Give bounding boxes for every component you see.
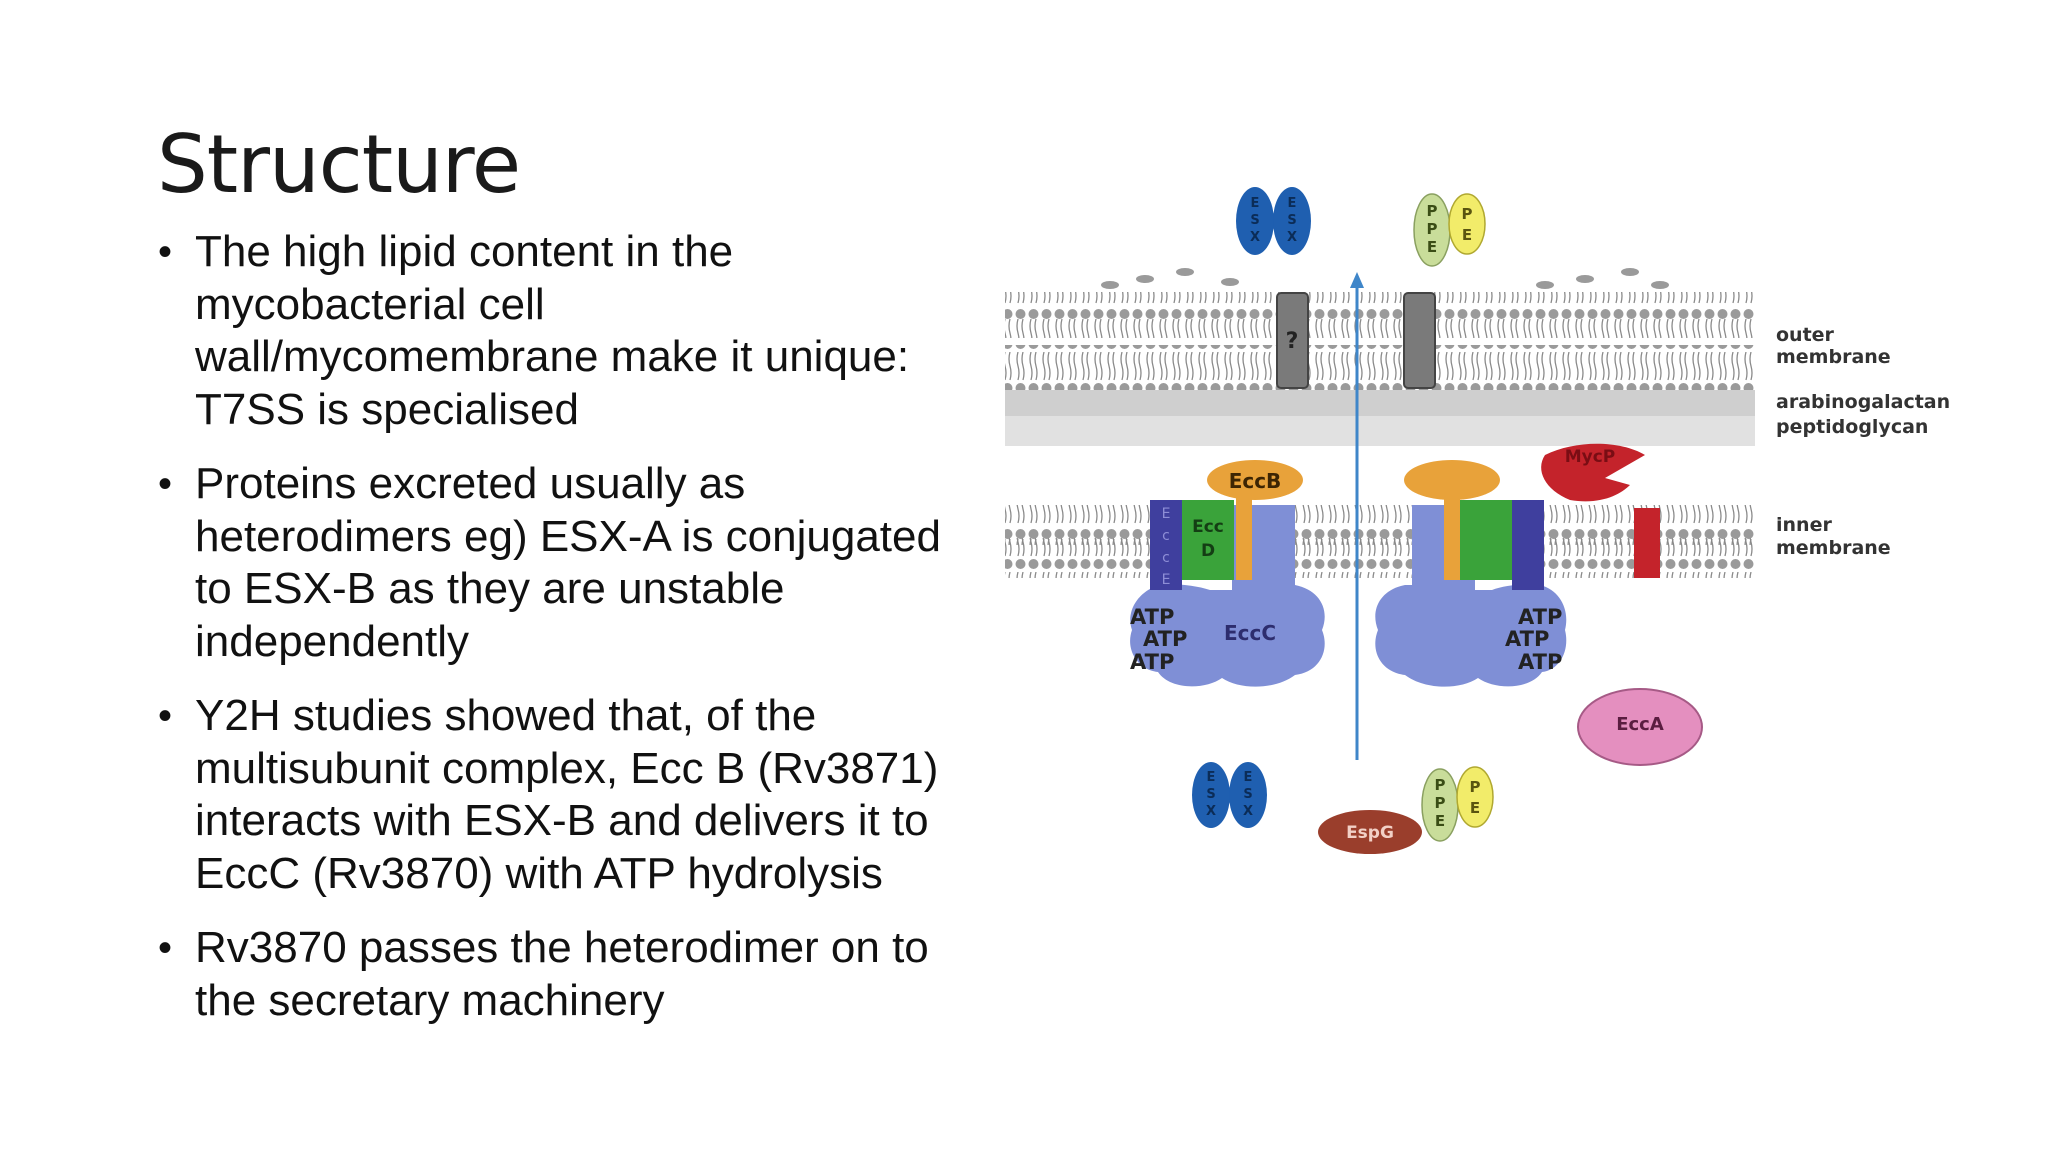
esx-label: S [1243,787,1252,802]
eccc-left [1130,505,1325,687]
atp-label: ATP [1518,650,1562,674]
glycolipid-heads [1101,268,1669,289]
bullet-text: The high lipid content in the mycobacter… [195,227,910,434]
ecce-left [1150,500,1182,590]
esx-label: X [1250,230,1260,245]
bullet-item: • The high lipid content in the mycobacte… [152,226,942,436]
layer-labels: outer membrane arabinogalactan peptidogl… [1776,324,1950,559]
arabinogalactan-label: arabinogalactan [1776,391,1950,413]
ecce-label: c [1162,550,1170,566]
eccd-label: D [1201,541,1215,561]
bullet-dot: • [158,462,173,506]
pe-label: P [1470,778,1481,796]
pe-label: E [1462,226,1472,244]
ppe-label: P [1427,220,1438,238]
esx-label: E [1244,770,1253,785]
bullet-dot: • [158,926,173,970]
espg: EspG [1318,810,1422,854]
espg-label: EspG [1346,823,1394,843]
bullet-dot: • [158,694,173,738]
peptidoglycan-layer [1005,416,1755,446]
ecce-label: c [1162,528,1170,544]
esx-dimer-top: E S X E S X [1236,187,1311,255]
eccb-stalk-right [1444,490,1460,580]
mycp [1541,443,1645,502]
atp-label: ATP [1130,650,1174,674]
eccc-right [1375,505,1567,687]
mycp-label: MycP [1565,447,1616,467]
outer-pore [1403,292,1436,389]
eccc-label: EccC [1224,621,1276,645]
left-secretion-complex: EccC E c c E Ecc D EccB ATP ATP ATP [1130,460,1325,687]
eccb-head-left [1207,460,1303,500]
secretion-arrow-head [1350,272,1364,288]
ppe-label: P [1427,202,1438,220]
outer-membrane-label: outer [1776,324,1835,346]
ecce-label: E [1162,572,1171,588]
bullet-item: • Y2H studies showed that, of the multisu… [152,690,942,900]
esx-label: S [1206,787,1215,802]
pe-label: E [1470,799,1480,817]
esx-label: E [1288,196,1297,211]
esx-label: X [1206,804,1216,819]
inner-membrane-label: inner [1776,514,1832,536]
esx-label: S [1287,213,1296,228]
outer-membrane-label: membrane [1776,346,1891,368]
esx-label: E [1207,770,1216,785]
bullet-dot: • [158,230,173,274]
ppe-label: E [1427,238,1437,256]
atp-label: ATP [1505,627,1549,651]
mycp-anchor [1634,508,1660,578]
inner-membrane [1005,505,1755,578]
inner-membrane-label: membrane [1776,537,1891,559]
ppe-pe-dimer-top: P P E P E [1413,193,1486,267]
ppe-label: E [1435,812,1445,830]
peptidoglycan-label: peptidoglycan [1776,416,1928,438]
esx-label: S [1250,213,1259,228]
outer-membrane [1005,268,1755,390]
eccb-stalk-left [1236,490,1252,580]
eccd-label: Ecc [1192,517,1224,537]
unknown-label: ? [1286,329,1299,354]
ppe-pe-dimer-bottom: P P E P E [1421,766,1494,842]
eccd-left [1182,500,1234,580]
slide-title: Structure [157,118,521,211]
ppe-label: P [1435,794,1446,812]
eccd-right [1460,500,1512,580]
ppe-label: P [1435,776,1446,794]
esx-label: X [1243,804,1253,819]
ecce-right [1512,500,1544,590]
eccb-head-right [1404,460,1500,500]
ecca-label: EccA [1616,714,1664,735]
atp-label: ATP [1143,627,1187,651]
esx-dimer-bottom: E S X E S X [1192,762,1267,828]
pe-label: P [1462,205,1473,223]
eccb-label: EccB [1229,469,1282,493]
ecce-label: E [1162,506,1171,522]
esx-label: E [1251,196,1260,211]
bullet-item: • Proteins excreted usually as heterodime… [152,458,942,668]
atp-label: ATP [1518,605,1562,629]
ecca: EccA [1577,688,1703,766]
bullet-text: Y2H studies showed that, of the multisub… [195,691,939,898]
bullet-list: • The high lipid content in the mycobacte… [152,226,942,1049]
t7ss-diagram: ? EccC E c c E Ecc D EccB ATP ATP ATP My… [1005,187,1950,854]
bullet-text: Rv3870 passes the heterodimer on to the … [195,923,929,1025]
bullet-item: • Rv3870 passes the heterodimer on to the… [152,922,942,1027]
esx-label: X [1287,230,1297,245]
outer-pore-unknown [1276,292,1309,389]
atp-label: ATP [1130,605,1174,629]
bullet-text: Proteins excreted usually as heterodimer… [195,459,941,666]
right-secretion-complex: MycP ATP ATP ATP [1375,443,1660,687]
arabinogalactan-layer [1005,390,1755,416]
